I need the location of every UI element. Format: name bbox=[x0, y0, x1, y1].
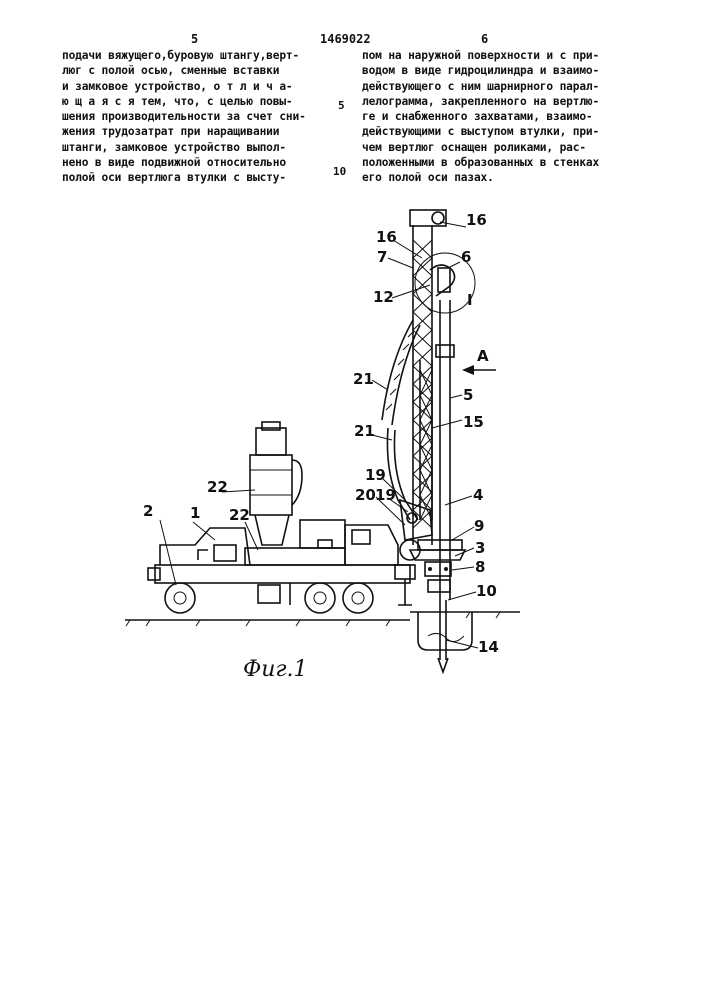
label-22-lower: 22 bbox=[229, 506, 250, 524]
label-15: 15 bbox=[463, 413, 484, 431]
label-14: 14 bbox=[478, 638, 499, 656]
label-6: 6 bbox=[461, 248, 471, 266]
label-10: 10 bbox=[476, 582, 497, 600]
ground-line bbox=[125, 612, 520, 626]
label-21-lower: 21 bbox=[354, 422, 375, 440]
label-4: 4 bbox=[473, 486, 483, 504]
label-20: 20 bbox=[355, 486, 376, 504]
figure-caption: Фиг.1 bbox=[243, 657, 308, 682]
label-3: 3 bbox=[475, 539, 485, 557]
label-16-left: 16 bbox=[376, 228, 397, 246]
label-I: I bbox=[467, 291, 473, 309]
leader-lines bbox=[160, 222, 478, 648]
label-A: A bbox=[477, 347, 489, 365]
label-7: 7 bbox=[377, 248, 387, 266]
label-5: 5 bbox=[463, 386, 473, 404]
view-arrow-A bbox=[462, 365, 496, 375]
label-9: 9 bbox=[474, 517, 484, 535]
borehole bbox=[418, 600, 472, 672]
binder-tank bbox=[250, 422, 345, 548]
label-1: 1 bbox=[190, 504, 200, 522]
label-19-upper: 19 bbox=[365, 466, 386, 484]
label-22-upper: 22 bbox=[207, 478, 228, 496]
truck bbox=[148, 528, 415, 613]
label-16-right: 16 bbox=[466, 211, 487, 229]
label-2: 2 bbox=[143, 502, 153, 520]
carrier-cab bbox=[345, 525, 420, 565]
label-21-upper: 21 bbox=[353, 370, 374, 388]
label-12: 12 bbox=[373, 288, 394, 306]
label-19-lower: 19 bbox=[375, 486, 396, 504]
label-8: 8 bbox=[475, 558, 485, 576]
